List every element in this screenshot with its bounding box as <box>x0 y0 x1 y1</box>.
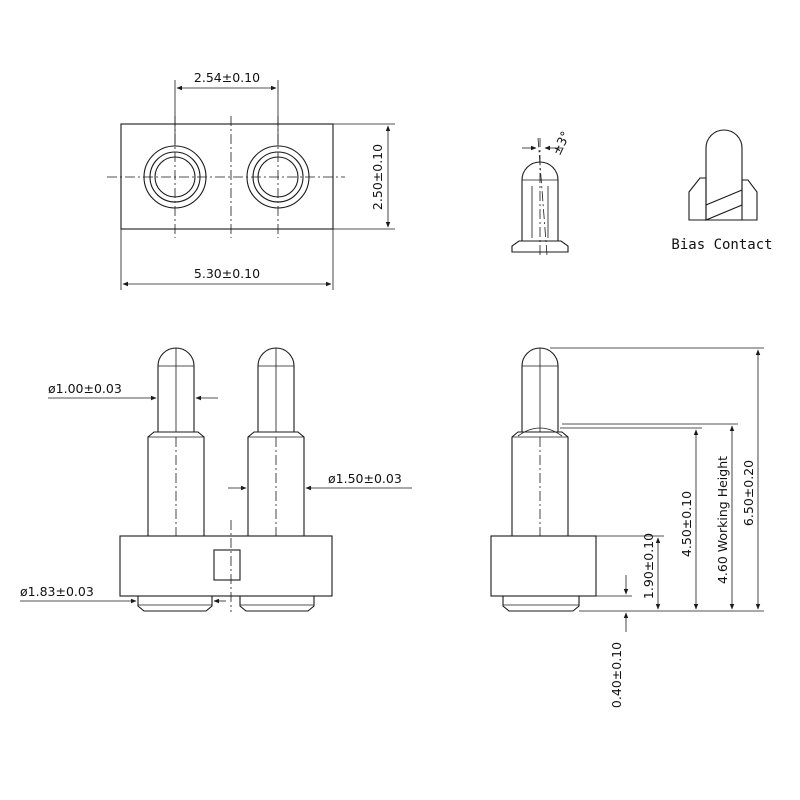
dim-tail-diameter: ø1.83±0.03 <box>20 584 94 599</box>
top-view-hole-right <box>246 145 310 209</box>
dim-body-depth: 2.50±0.10 <box>370 144 385 210</box>
dim-working-height: 4.60 Working Height <box>715 456 730 584</box>
dim-tip-angle: ±3° <box>549 129 573 158</box>
bias-contact-detail: Bias Contact <box>671 129 773 253</box>
front-view-window <box>213 549 241 581</box>
top-view: 2.54±0.10 2.50±0.10 5.30±0.10 <box>107 70 395 290</box>
tip-angle-detail: ±3° <box>511 129 573 256</box>
front-left-pin <box>147 347 205 536</box>
dim-pitch: 2.54±0.10 <box>194 70 260 85</box>
dim-barrel-height: 4.50±0.10 <box>679 491 694 557</box>
dim-plunger-diameter: ø1.00±0.03 <box>48 381 122 396</box>
dim-tail-height: 0.40±0.10 <box>609 642 624 708</box>
side-view-base <box>490 535 597 597</box>
top-view-body <box>120 123 334 230</box>
dim-barrel-diameter: ø1.50±0.03 <box>328 471 402 486</box>
front-view: ø1.00±0.03 ø1.50±0.03 ø1.83±0.03 <box>20 347 412 612</box>
front-view-base <box>119 535 333 597</box>
dim-body-length: 5.30±0.10 <box>194 266 260 281</box>
side-view: 1.90±0.10 0.40±0.10 4.50±0.10 4.60 Worki… <box>490 347 764 708</box>
bias-contact-label: Bias Contact <box>671 237 772 253</box>
dim-base-height: 1.90±0.10 <box>641 533 656 599</box>
dim-total-height: 6.50±0.20 <box>741 460 756 526</box>
front-right-pin <box>247 347 305 536</box>
